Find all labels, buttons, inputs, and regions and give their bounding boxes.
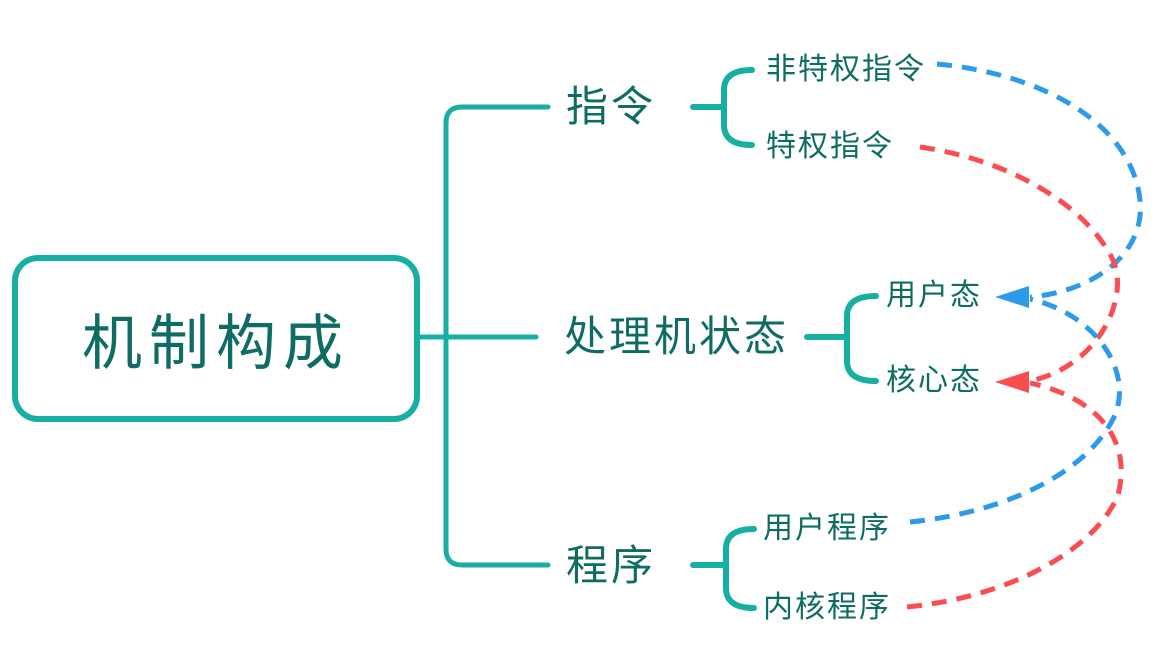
arrowhead-user-mode-icon [995, 286, 1029, 308]
bracket-processor-state [804, 293, 879, 384]
relation-kernel-programs-to-kernel-mode[interactable] [906, 380, 1124, 610]
topic-programs[interactable]: 程序 [566, 542, 657, 589]
topic-processor-state[interactable]: 处理机状态 [564, 313, 790, 360]
relation-nonprivileged-to-user-mode[interactable] [936, 61, 1143, 300]
subtopic-user-mode[interactable]: 用户态 [886, 279, 982, 312]
subtopic-non-privileged-instructions[interactable]: 非特权指令 [766, 53, 926, 86]
subtopic-user-programs[interactable]: 用户程序 [763, 512, 891, 545]
root-topic[interactable]: 机制构成 [12, 255, 420, 422]
subtopic-kernel-programs[interactable]: 内核程序 [763, 591, 891, 624]
relation-user-programs-to-user-mode[interactable] [909, 296, 1122, 525]
topic-instructions[interactable]: 指令 [566, 83, 657, 130]
arrowhead-kernel-mode-icon [995, 371, 1029, 393]
subtopic-kernel-mode[interactable]: 核心态 [886, 364, 982, 397]
relation-privileged-to-kernel-mode[interactable] [919, 144, 1120, 384]
bracket-instructions [690, 67, 755, 148]
bracket-programs [690, 526, 757, 611]
subtopic-privileged-instructions[interactable]: 特权指令 [766, 130, 894, 163]
